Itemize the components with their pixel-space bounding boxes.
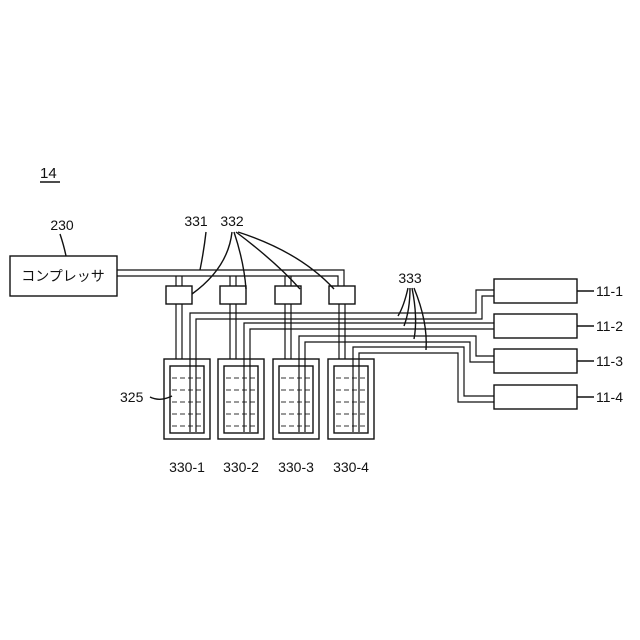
valve-3	[275, 286, 301, 304]
compressor-ref-leader	[60, 234, 66, 256]
output-ref-leaders	[577, 291, 594, 397]
output-box-4	[494, 385, 577, 409]
tank-label-2: 330-2	[223, 459, 259, 475]
compressor-label: コンプレッサ	[21, 268, 105, 284]
valve-branches	[176, 276, 291, 286]
valve-1	[166, 286, 192, 304]
valves	[166, 286, 355, 304]
valves-ref: 332	[220, 213, 244, 229]
outputs	[494, 279, 594, 409]
tank-3	[273, 359, 319, 439]
output-label-4: 11-4	[596, 389, 623, 405]
pipe-ref-leader	[200, 232, 206, 270]
tank-1	[164, 359, 210, 439]
tank-2	[218, 359, 264, 439]
output-label-3: 11-3	[596, 353, 623, 369]
main-pipe-bottom	[117, 276, 338, 286]
output-box-1	[494, 279, 577, 303]
valve-2	[220, 286, 246, 304]
tank-label-4: 330-4	[333, 459, 369, 475]
pipe-ref: 331	[184, 213, 208, 229]
tank-4	[328, 359, 374, 439]
output-label-2: 11-2	[596, 318, 623, 334]
compressor-ref: 230	[50, 217, 74, 233]
output-label-1: 11-1	[596, 283, 623, 299]
tank-label-3: 330-3	[278, 459, 314, 475]
tank-label-1: 330-1	[169, 459, 205, 475]
lines-ref: 333	[398, 270, 422, 286]
figure-number: 14	[40, 165, 57, 182]
output-box-3	[494, 349, 577, 373]
liquid-ref: 325	[120, 389, 144, 405]
valves-ref-leaders	[192, 232, 334, 294]
output-box-2	[494, 314, 577, 338]
